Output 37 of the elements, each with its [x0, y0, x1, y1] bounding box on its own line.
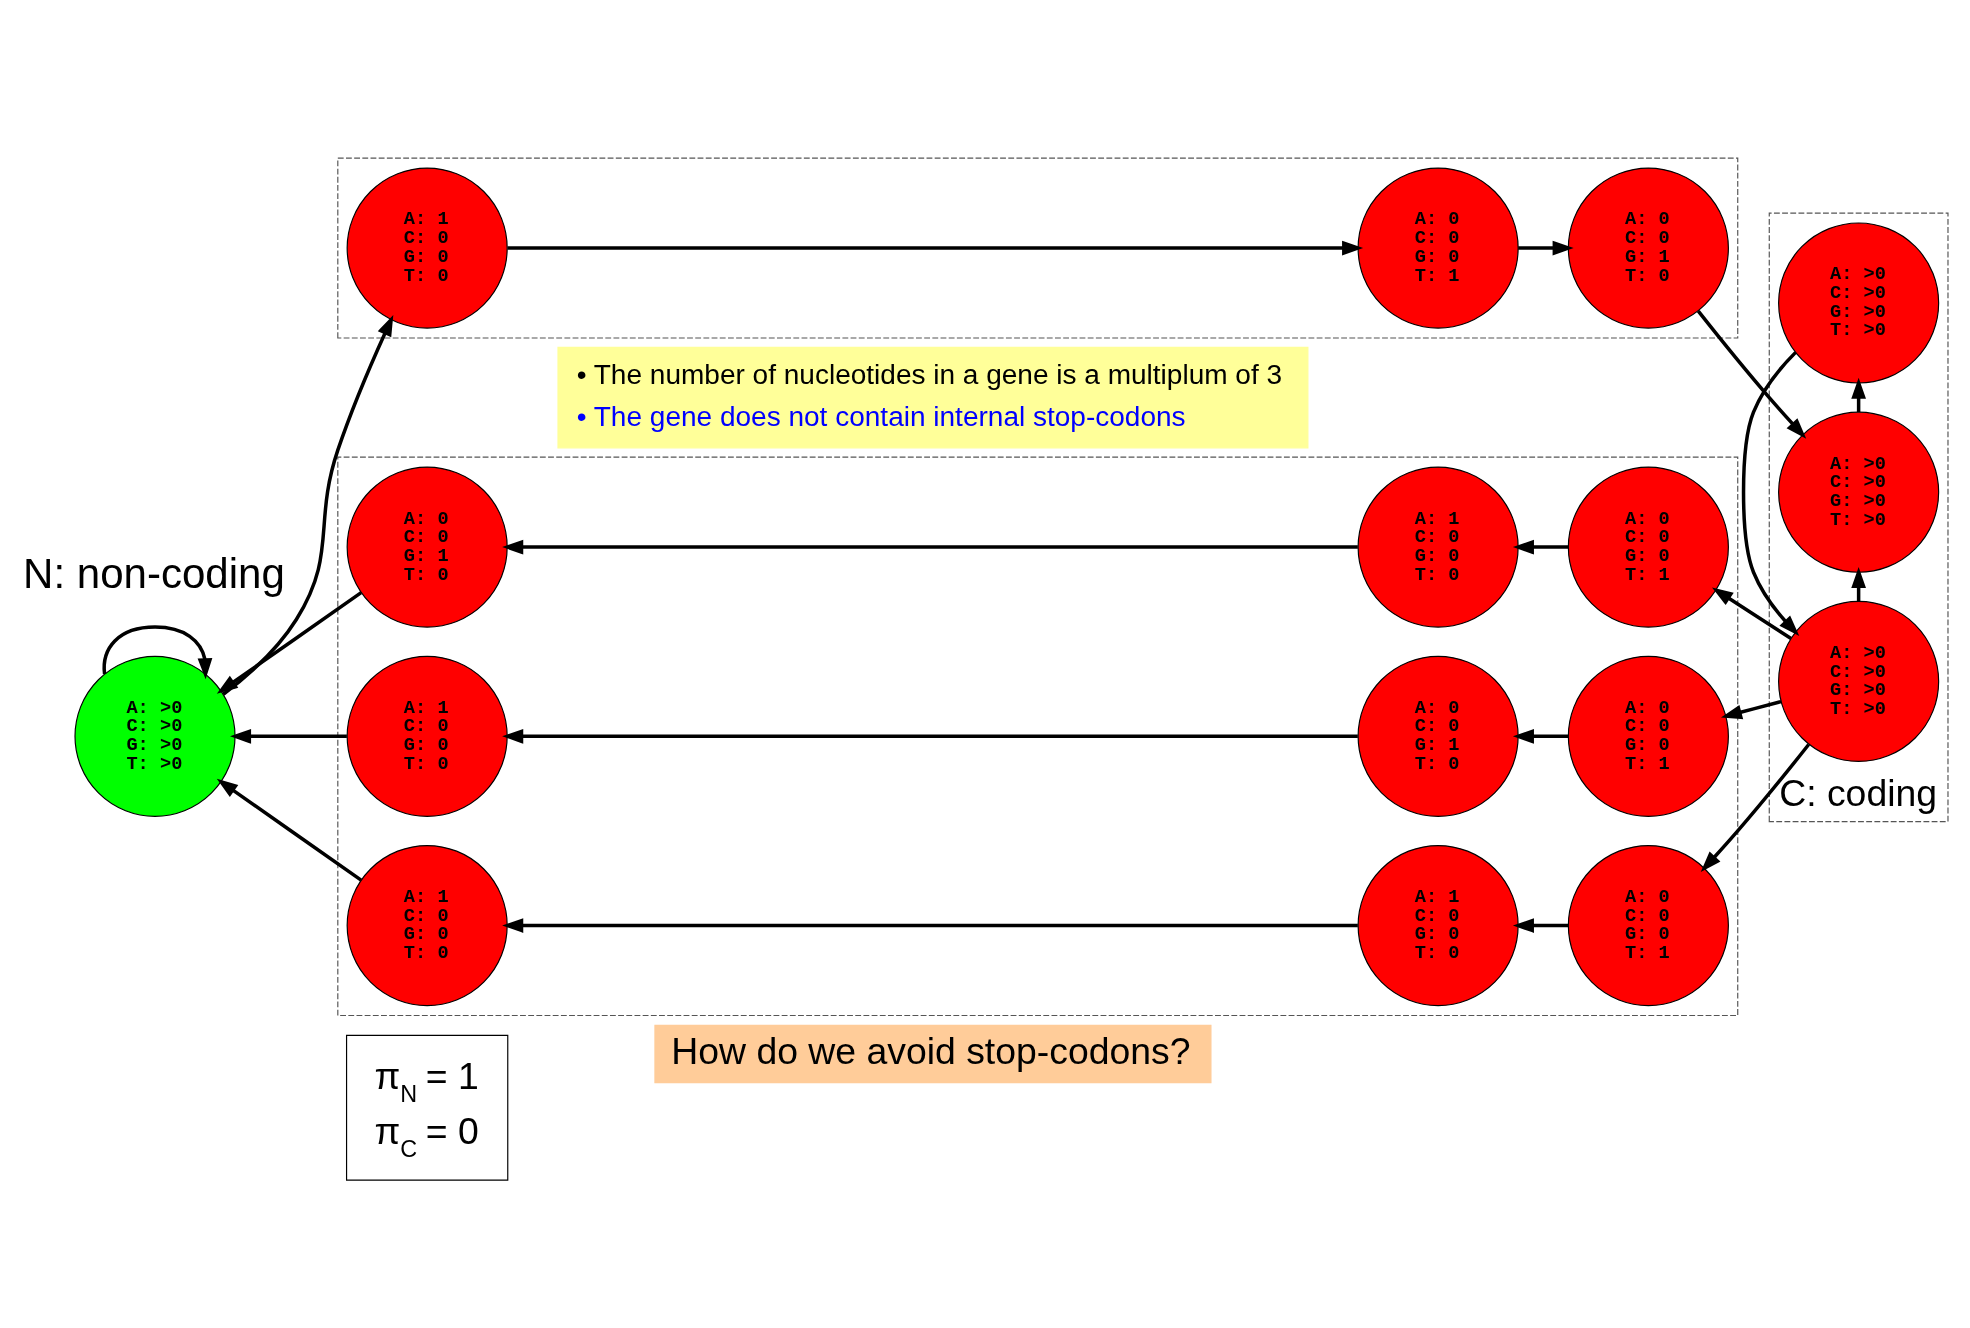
- arrow: [507, 240, 1363, 255]
- node-circle: A: 0 C: 0 G: 0 T: 1: [1567, 844, 1729, 1006]
- node-circle: A: 0 C: 0 G: 0 T: 1: [1567, 655, 1729, 817]
- arrow: [1512, 728, 1568, 744]
- arrow: [1512, 917, 1568, 933]
- node-circle: A: 1 C: 0 G: 0 T: 0: [346, 655, 508, 817]
- arrow: [101, 624, 212, 679]
- arrow: [501, 539, 1358, 554]
- arrow: [1700, 742, 1810, 872]
- node-circle: A: 0 C: 0 G: 1 T: 0: [1567, 167, 1729, 329]
- arrow: [1517, 240, 1574, 255]
- arrow: [1512, 539, 1568, 554]
- node-box: π$_{N}$ = 1 π$_{C}$ = 0: [345, 1034, 508, 1181]
- node-circle: A: 0 C: 0 G: 1 T: 0: [1357, 655, 1519, 817]
- node-box: • The number of nucleotides in a gene is a multiplum of 3 • The gene does not contain internal stop-codons: [556, 346, 1308, 448]
- arrow: [1696, 309, 1806, 439]
- node-circle: A: 1 C: 0 G: 0 T: 0: [346, 167, 508, 329]
- node-circle: A: 1 C: 0 G: 0 T: 0: [346, 844, 508, 1006]
- arrow: [1720, 699, 1782, 719]
- arrow: [216, 590, 362, 694]
- arrow: [1741, 350, 1799, 636]
- node-circle: A: >0 C: >0 G: >0 T: >0: [1777, 221, 1939, 384]
- node-box: How do we avoid stop-codons?: [653, 1024, 1212, 1083]
- node-circle: A: 0 C: 0 G: 0 T: 1: [1567, 466, 1729, 628]
- arrow: [1711, 586, 1792, 640]
- node-circle: A: 1 C: 0 G: 0 T: 0: [1357, 844, 1519, 1006]
- arrow: [501, 728, 1358, 744]
- arrow: [501, 917, 1358, 933]
- node-circle: A: 1 C: 0 G: 0 T: 0: [1357, 466, 1519, 628]
- cluster: [336, 456, 1738, 1016]
- node-circle: A: 0 C: 0 G: 0 T: 1: [1357, 167, 1519, 329]
- arrow: [229, 728, 347, 744]
- label: N: non-coding: [22, 549, 285, 597]
- arrow: [216, 778, 362, 881]
- arrow: [221, 314, 393, 696]
- node-circle: A: 0 C: 0 G: 1 T: 0: [346, 466, 508, 628]
- node-circle: A: >0 C: >0 G: >0 T: >0: [1777, 411, 1939, 573]
